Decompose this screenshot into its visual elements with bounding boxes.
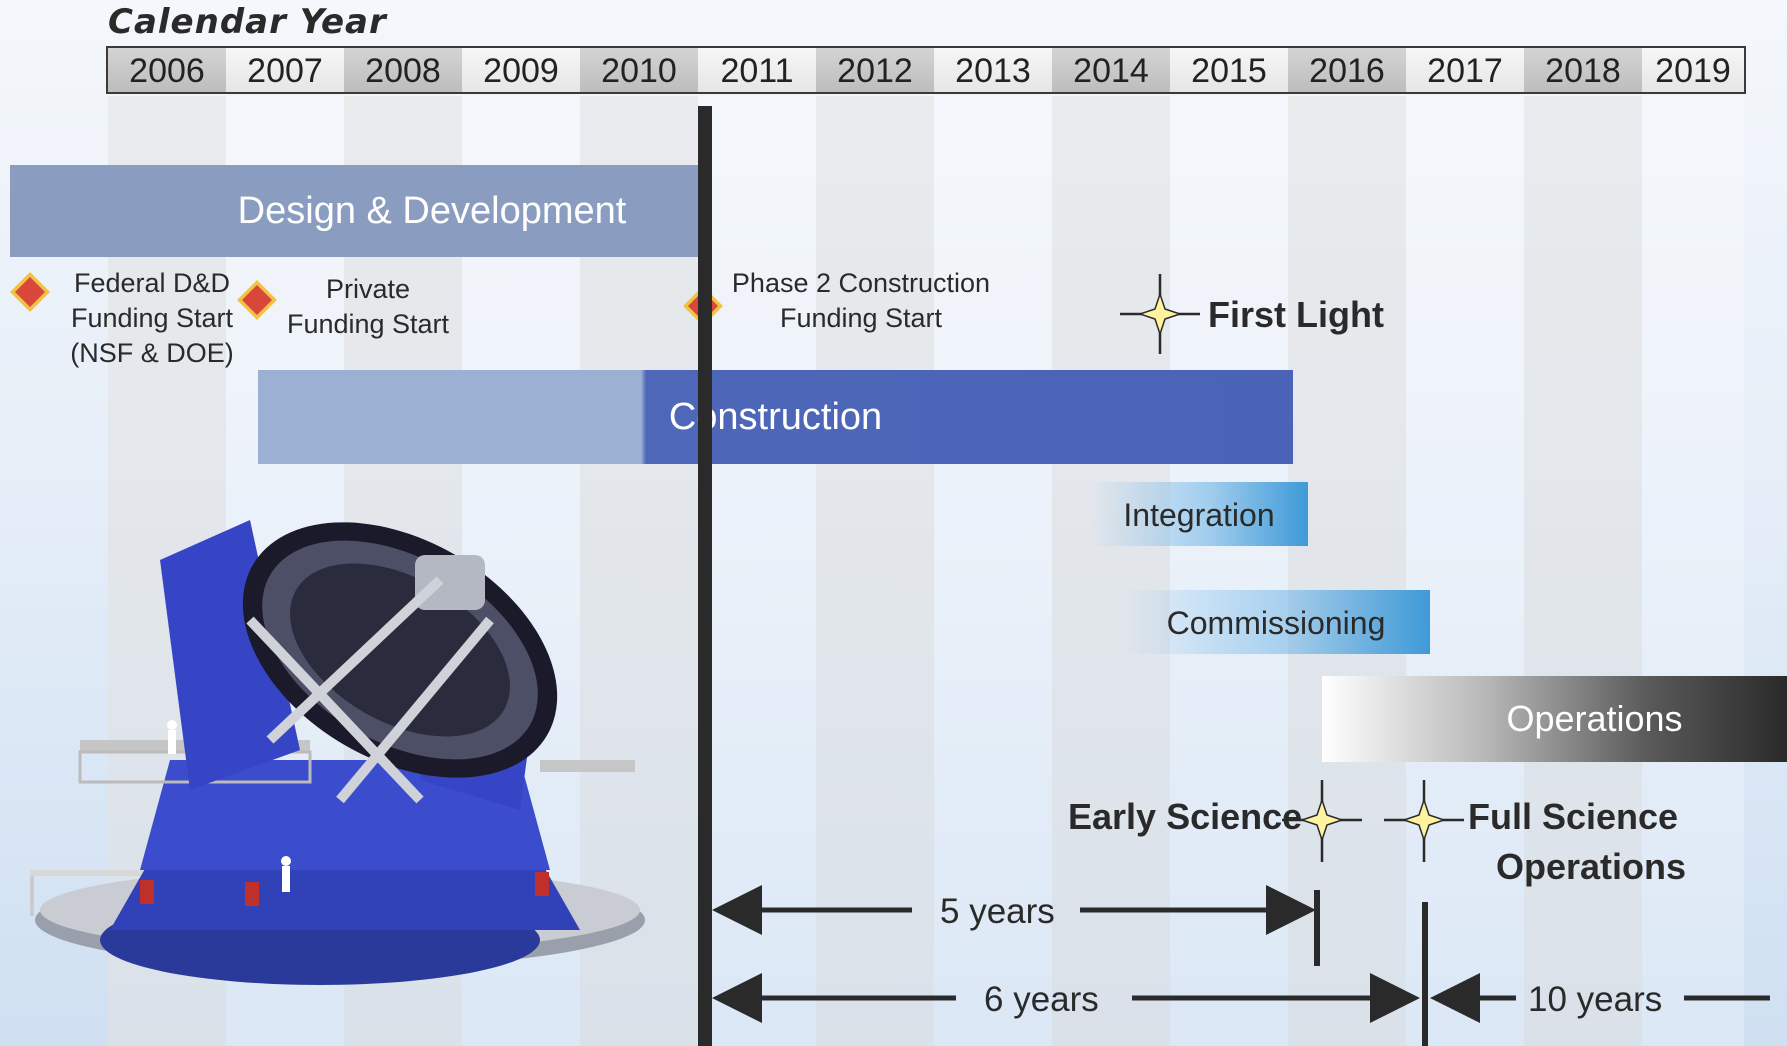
private-funding-label: Private Funding Start bbox=[278, 272, 458, 342]
first-light-star-icon bbox=[1120, 274, 1200, 354]
year-cell: 2018 bbox=[1524, 48, 1642, 92]
federal-line1: Federal D&D bbox=[73, 268, 231, 298]
private-funding-diamond-icon bbox=[237, 280, 277, 320]
year-stripe bbox=[816, 96, 934, 1046]
year-cell: 2013 bbox=[934, 48, 1052, 92]
year-stripe bbox=[934, 96, 1052, 1046]
private-line2: Funding Start bbox=[286, 309, 450, 339]
six-years-label: 6 years bbox=[984, 980, 1099, 1019]
current-year-divider bbox=[698, 106, 712, 1046]
year-cell: 2019 bbox=[1642, 48, 1744, 92]
full-science-line2: Operations bbox=[1496, 846, 1687, 887]
year-stripe bbox=[1524, 96, 1642, 1046]
integration-bar: Integration bbox=[1090, 482, 1308, 546]
federal-line2: Funding Start bbox=[70, 303, 234, 333]
design-development-bar: Design & Development bbox=[10, 165, 698, 257]
private-line1: Private bbox=[325, 274, 411, 304]
year-cell: 2015 bbox=[1170, 48, 1288, 92]
year-cell: 2014 bbox=[1052, 48, 1170, 92]
first-light-label: First Light bbox=[1208, 294, 1384, 335]
construction-bar: Construction bbox=[258, 370, 1293, 464]
year-cell: 2007 bbox=[226, 48, 344, 92]
federal-funding-label: Federal D&D Funding Start (NSF & DOE) bbox=[62, 266, 242, 371]
full-science-star-icon bbox=[1384, 780, 1464, 862]
calendar-year-title: Calendar Year bbox=[108, 2, 387, 42]
federal-funding-diamond-icon bbox=[10, 272, 50, 312]
telescope-illustration bbox=[30, 520, 645, 985]
year-cell: 2009 bbox=[462, 48, 580, 92]
phase2-line1: Phase 2 Construction bbox=[731, 268, 991, 298]
design-development-label: Design & Development bbox=[237, 190, 627, 232]
commissioning-label: Commissioning bbox=[1166, 605, 1386, 641]
full-science-label: Full Science Operations bbox=[1460, 792, 1686, 892]
phase2-funding-label: Phase 2 Construction Funding Start bbox=[726, 266, 996, 336]
phase2-line2: Funding Start bbox=[779, 303, 943, 333]
full-science-line1: Full Science bbox=[1467, 796, 1679, 837]
year-cell: 2010 bbox=[580, 48, 698, 92]
year-cell: 2017 bbox=[1406, 48, 1524, 92]
operations-bar: Operations bbox=[1322, 676, 1787, 762]
duration-arrows bbox=[712, 885, 1770, 1046]
year-cell: 2016 bbox=[1288, 48, 1406, 92]
early-science-star-icon bbox=[1282, 780, 1362, 862]
early-science-label: Early Science bbox=[1068, 796, 1303, 837]
commissioning-bar: Commissioning bbox=[1122, 590, 1430, 654]
year-stripe bbox=[1642, 96, 1744, 1046]
ten-years-label: 10 years bbox=[1528, 980, 1663, 1019]
year-cell: 2008 bbox=[344, 48, 462, 92]
year-cell: 2011 bbox=[698, 48, 816, 92]
year-cell: 2012 bbox=[816, 48, 934, 92]
federal-line3: (NSF & DOE) bbox=[70, 338, 234, 368]
operations-label: Operations bbox=[1506, 698, 1683, 739]
year-stripe bbox=[1052, 96, 1170, 1046]
year-stripe bbox=[1406, 96, 1524, 1046]
five-years-label: 5 years bbox=[940, 892, 1055, 931]
integration-label: Integration bbox=[1123, 497, 1275, 533]
year-cell: 2006 bbox=[108, 48, 226, 92]
